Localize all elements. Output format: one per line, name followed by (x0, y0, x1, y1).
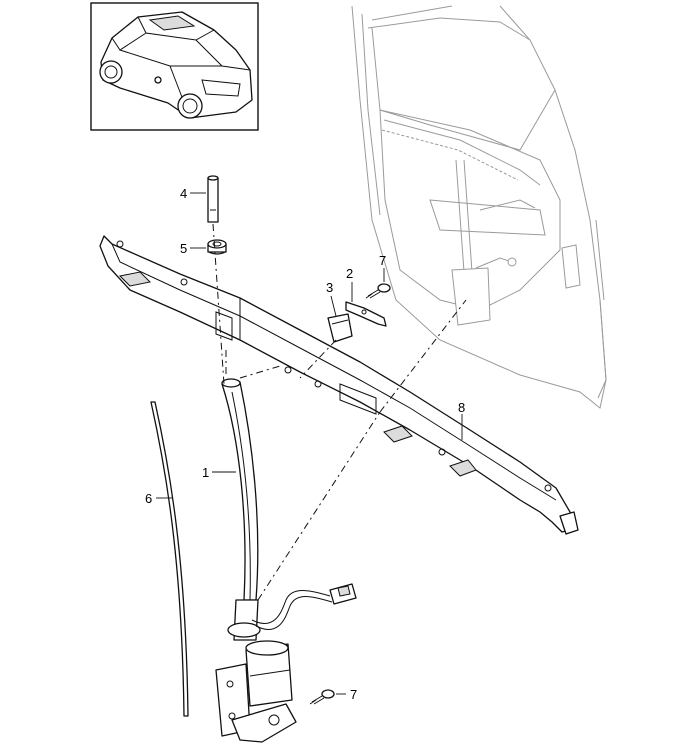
part-2-holder (345, 301, 387, 327)
rear-door-outline (351, 5, 607, 409)
part-3-cable-clip (327, 313, 353, 343)
callout-7-lower: 7 (350, 687, 357, 702)
callout-5: 5 (180, 241, 187, 256)
part-5-grommet (207, 239, 227, 255)
part-6-seal-strip (150, 401, 189, 717)
part-7-screw-upper (365, 283, 391, 299)
callout-1: 1 (202, 465, 209, 480)
vehicle-inset (90, 2, 259, 131)
part-4-guide-pin (207, 175, 219, 223)
assembly-lines (212, 223, 467, 601)
callout-7-upper: 7 (379, 253, 386, 268)
vehicle-illustration (99, 11, 253, 119)
callout-leaders (156, 192, 463, 695)
callout-8: 8 (458, 400, 465, 415)
callout-4: 4 (180, 186, 187, 201)
window-regulator-motor (215, 583, 357, 743)
callout-2: 2 (346, 266, 353, 281)
callout-3: 3 (326, 280, 333, 295)
part-7-screw-lower (309, 689, 335, 705)
callout-6: 6 (145, 491, 152, 506)
part-1-guide-rail (221, 378, 261, 641)
